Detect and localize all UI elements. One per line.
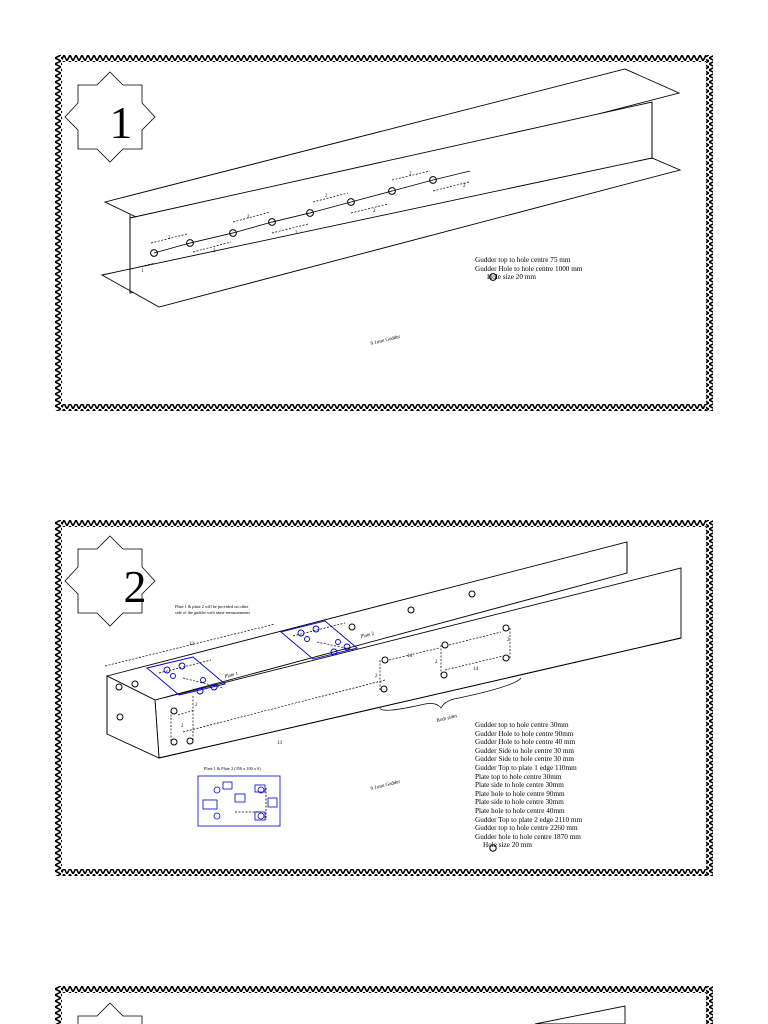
panel-1-svg: 1 xyxy=(55,55,713,411)
spec-line: Plate side to hole centre 30mm xyxy=(475,798,564,807)
plate-1-outline xyxy=(146,656,226,696)
spec-line: Gudder hole to hole centre 1870 mm xyxy=(475,832,581,841)
dim-label: 2 xyxy=(409,172,412,177)
dim-label: 2 xyxy=(168,236,171,241)
frame-top xyxy=(55,520,713,527)
bolt-holes xyxy=(115,590,510,746)
panel-2-svg: 2 xyxy=(55,520,713,876)
spec-list-2: Gudder top to hole centre 30mm Gudder Ho… xyxy=(475,721,582,850)
girder-label: 9.1mm Gudder xyxy=(370,335,401,347)
dimension-lines xyxy=(130,170,470,270)
spec-line: Gudder Side to hole centre 30 mm xyxy=(475,755,575,764)
spec-line: Plate hole to hole centre 90mm xyxy=(475,789,565,798)
spec-line: Plate hole to hole centre 40mm xyxy=(475,806,565,815)
spec-line: Gudder Hole to hole centre 90mm xyxy=(475,729,574,738)
dimension-labels: 2 2 2 2 2 2 2 2 1 xyxy=(141,172,466,274)
i-beam-girder xyxy=(100,68,682,308)
dim-label: 2 xyxy=(375,674,378,679)
dim-label: 2 xyxy=(247,215,250,220)
dim-label: 13 xyxy=(277,741,283,746)
frame-top xyxy=(55,986,713,993)
plate-detail-title: Plate 1 & Plate 2 (350 x 100 x 6) xyxy=(204,766,261,771)
spec-line: Gudder top to hole centre 30mm xyxy=(475,721,569,729)
plate-detail-drawing xyxy=(197,775,281,827)
hole-dimension-lines xyxy=(170,628,511,742)
drawing-panel-2: 2 xyxy=(55,520,713,876)
step-badge-star xyxy=(64,535,156,627)
dim-label: 2 xyxy=(195,703,198,708)
drawing-panel-3 xyxy=(55,986,713,1024)
plate-2-outline xyxy=(280,620,358,660)
frame-right xyxy=(706,55,713,411)
spec-line: Gudder Top to plate 1 edge 110mm xyxy=(475,763,577,772)
dim-label: 2 xyxy=(325,194,328,199)
dim-label: 12 xyxy=(189,642,195,647)
dim-label: 2 xyxy=(507,638,510,643)
hole-size-symbol xyxy=(489,273,497,281)
step-number: 2 xyxy=(124,561,147,612)
step-number: 1 xyxy=(110,97,133,148)
both-sides-brace xyxy=(379,677,522,711)
spec-line: Plate top to hole centre 30mm xyxy=(475,772,562,781)
spec-line: Hole size 20 mm xyxy=(483,841,532,850)
spec-list-1: Gudder top to hole centre 75 mm Gudder H… xyxy=(475,256,582,282)
frame-bottom xyxy=(55,869,713,876)
plate-2-label: Plate 2 xyxy=(360,632,375,640)
spec-line: Gudder Hole to hole centre 1000 mm xyxy=(475,264,583,273)
dimension-labels: 12 14 14 13 2 2 2 2 2 xyxy=(181,638,510,746)
note-line-2: side of the gudder with same measurement… xyxy=(175,610,251,615)
panel-3-svg xyxy=(55,986,713,1024)
plate-1-label: Plate 1 xyxy=(224,672,239,680)
channel-girder xyxy=(105,541,682,759)
frame-bottom xyxy=(55,404,713,411)
dim-label: 2 xyxy=(373,209,376,214)
spec-line: Plate side to hole centre 30mm xyxy=(475,781,564,790)
spec-line: Gudder top to hole centre 2260 mm xyxy=(475,824,578,833)
spec-line: Gudder Hole to hole centre 40 mm xyxy=(475,738,576,747)
dim-label: 2 xyxy=(213,249,216,254)
note-line-1: Plate 1 & plate 2 will be provided on ot… xyxy=(175,604,249,609)
drawing-panel-1: 1 xyxy=(55,55,713,411)
dim-label: 1 xyxy=(141,269,144,274)
dim-label: 14 xyxy=(473,667,479,672)
spec-line: Gudder top to hole centre 75 mm xyxy=(475,256,571,264)
frame-left xyxy=(55,520,62,876)
step-badge-star xyxy=(77,1002,143,1024)
frame-right xyxy=(706,520,713,876)
girder-label: 9.1mm Gudder xyxy=(370,780,401,792)
step-badge-star xyxy=(64,71,156,163)
hole-centre-line xyxy=(153,170,471,254)
dim-label: 2 xyxy=(463,184,466,189)
hole-size-symbol xyxy=(489,844,497,852)
frame-top xyxy=(55,55,713,62)
spec-line: Gudder Side to hole centre 30 mm xyxy=(475,746,575,755)
both-sides-label: Both sides xyxy=(436,714,458,724)
dim-label: 2 xyxy=(295,231,298,236)
spec-line: Hole size 20 mm xyxy=(487,273,536,282)
girder-edge xyxy=(534,1005,626,1024)
dim-label: 2 xyxy=(435,660,438,665)
spec-line: Gudder Top to plate 2 edge 2110 mm xyxy=(475,815,583,824)
frame-left xyxy=(55,55,62,411)
dim-label: 2 xyxy=(181,724,184,729)
frame-left xyxy=(55,986,62,1024)
plate-dashes xyxy=(104,622,386,733)
dim-label: 14 xyxy=(407,654,413,659)
hole xyxy=(150,249,158,257)
frame-right xyxy=(706,986,713,1024)
